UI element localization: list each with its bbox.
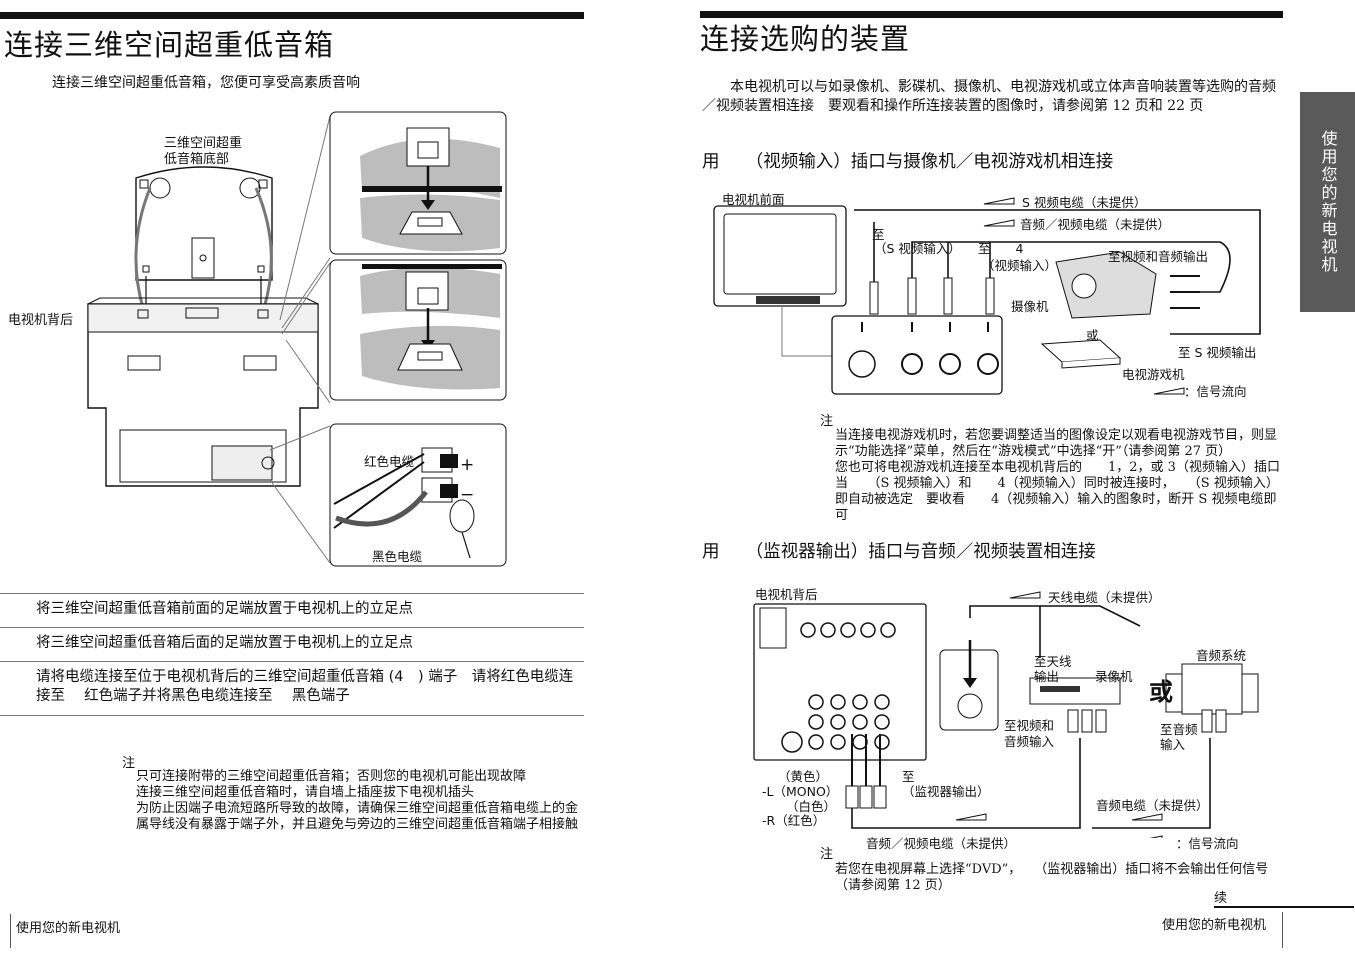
subwoofer-bottom-label-2: 低音箱底部 [164,152,230,167]
section2-notes-title: 注 [820,847,834,862]
continued-rule [1214,906,1354,908]
note-item: 当 （S 视频输入）和 4（视频输入）同时被连接时， （S 视频输入）即自动被选… [835,476,1279,523]
left-notes: 只可连接附带的三维空间超重低音箱；否则您的电视机可能出现故障 连接三维空间超重低… [136,769,586,833]
red-cable-label: 红色电缆 [364,454,415,469]
to-audio-in-label-2: 输入 [1160,737,1186,752]
audio-cable-label: 音频电缆（未提供） [1096,798,1209,813]
right-footer-rule [1282,912,1283,948]
r-red-label: -R（红色） [762,813,826,828]
right-page-title: 连接选购的装置 [700,22,911,56]
step-separator [0,661,584,662]
to-s-video-out-label: 至 S 视频输出 [1178,345,1257,360]
av-cable-label-2: 音频／视频电缆（未提供） [866,836,1017,851]
or-label-2: 或 [1149,678,1173,706]
vcr-label: 录像机 [1095,669,1133,684]
section2-notes: 若您在电视屏幕上选择“DVD”， （监视器输出）插口将不会输出任何信号（请参阅第… [835,862,1283,894]
to-antenna-out-label-1: 至天线 [1034,654,1072,669]
section1-notes-title: 注 [820,414,834,429]
video-input-label: （视频输入） [982,258,1058,273]
side-tab: 使用您的新电视机 [1300,92,1355,312]
section1-notes: 当连接电视游戏机时，若您要调整适当的图像设定以观看电视游戏节目，则显示“功能选择… [835,428,1283,524]
continued-label: 续 [1214,891,1228,906]
or-label: 或 [1086,328,1099,343]
left-footer-rule [10,914,11,948]
section1-heading: 用 （视频输入）插口与摄像机／电视游戏机相连接 [702,152,1114,172]
step-3: 请将电缆连接至位于电视机背后的三维空间超重低音箱 (4 ) 端子 请将红色电缆连… [36,669,574,704]
left-notes-title: 注 [122,756,136,771]
yellow-label: （黄色） [778,769,829,784]
minus-sign: − [460,485,475,505]
signal-flow-label-2: ：信号流向 [1176,836,1239,851]
note-item: 您也可将电视游戏机连接至本电视机背后的 1，2，或 3（视频输入）插口 [835,460,1280,475]
step-separator [0,715,584,716]
l-mono-label: -L（MONO） [762,784,839,799]
step-separator [0,627,584,628]
right-title-rule [700,11,1283,18]
tv-front-label: 电视机前面 [722,192,785,207]
to-audio-in-label-1: 至音频 [1160,722,1198,737]
subwoofer-bottom-label-1: 三维空间超重 [164,136,243,151]
to-av-in-label-2: 音频输入 [1004,734,1055,749]
black-cable-label: 黑色电缆 [372,549,423,564]
step-2: 将三维空间超重低音箱后面的足端放置于电视机上的立足点 [36,635,413,651]
note-item: 若您在电视屏幕上选择“DVD”， （监视器输出）插口将不会输出任何信号（请参阅第… [835,862,1269,893]
note-item: 为防止因端子电流短路所导致的故障，请确保三维空间超重低音箱电缆上的金属导线没有暴… [136,801,579,832]
camcorder-label: 摄像机 [1011,299,1049,314]
note-item: 只可连接附带的三维空间超重低音箱；否则您的电视机可能出现故障 [136,769,527,784]
to-antenna-out-label-2: 输出 [1034,669,1060,684]
step-separator [0,593,584,594]
subwoofer-connection-figure [87,111,507,567]
white-label: （白色） [786,799,837,814]
to-av-out-label: 至视频和音频输出 [1108,249,1209,264]
left-footer: 使用您的新电视机 [16,921,121,936]
step-1: 将三维空间超重低音箱前面的足端放置于电视机上的立足点 [36,601,413,617]
note-item: 当连接电视游戏机时，若您要调整适当的图像设定以观看电视游戏节目，则显示“功能选择… [835,428,1278,459]
to-monitor-out-label-1: 至 [902,769,915,784]
monitor-output-connection-figure [753,591,1259,838]
tv-rear-label: 电视机背后 [8,313,74,328]
signal-flow-label: ：信号流向 [1184,384,1247,399]
game-console-label: 电视游戏机 [1122,367,1185,382]
left-page-title: 连接三维空间超重低音箱 [4,28,335,62]
tv-rear-label-2: 电视机背后 [755,587,818,602]
antenna-cable-label: 天线电缆（未提供） [1048,590,1161,605]
audio-system-label: 音频系统 [1196,648,1247,663]
to-av-in-label-1: 至视频和 [1004,718,1055,733]
section2-heading: 用 （监视器输出）插口与音频／视频装置相连接 [702,542,1096,562]
left-intro: 连接三维空间超重低音箱，您便可享受高素质音响 [52,75,360,91]
s-video-input-label: （S 视频输入） [874,241,961,256]
video-input-connection-figure [713,197,1261,395]
plus-sign: + [460,455,475,475]
av-cable-label: 音频／视频电缆（未提供） [1020,217,1171,232]
to-monitor-out-label-2: （监视器输出） [902,784,990,799]
note-item: 连接三维空间超重低音箱时，请自墙上插座拔下电视机插头 [136,785,475,800]
right-footer: 使用您的新电视机 [1162,918,1267,933]
s-video-cable-label: S 视频电缆（未提供） [1022,195,1147,210]
to4-label: 至 4 [978,241,1024,256]
to-label: 至 [872,227,885,242]
left-title-rule [0,12,584,19]
right-intro: 本电视机可以与如录像机、影碟机、摄像机、电视游戏机或立体声音响装置等选购的音频／… [702,79,1276,114]
